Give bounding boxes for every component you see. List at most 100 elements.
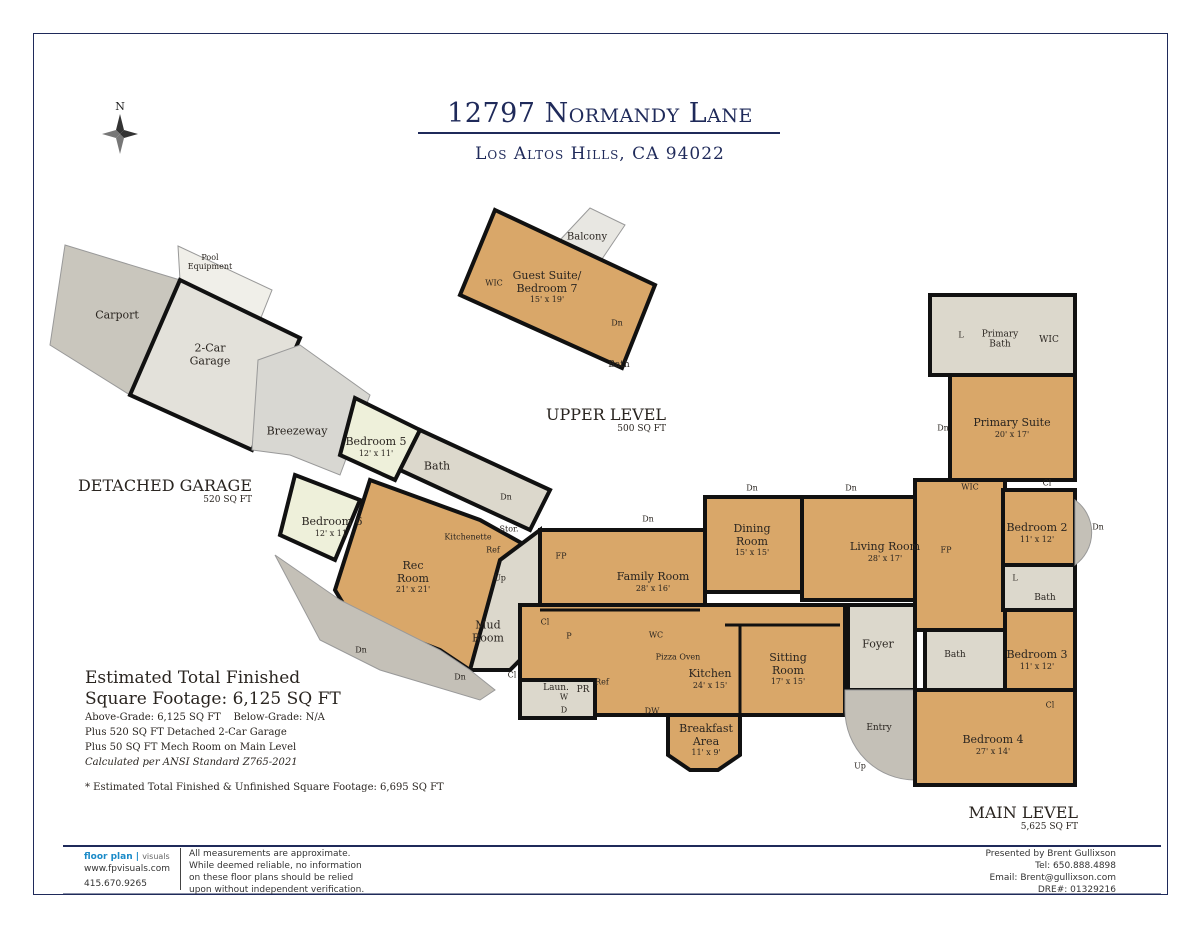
brand-website[interactable]: www.fpvisuals.com <box>84 864 171 874</box>
stairs-down-label: Dn <box>355 645 367 655</box>
closet-label: Cl <box>1045 700 1055 710</box>
breezeway-floor <box>251 344 371 476</box>
dryer-label: D <box>560 705 568 715</box>
summary-mech-line: Plus 50 SQ FT Mech Room on Main Level <box>85 742 297 753</box>
room-pool-equipment: Pool Equipment <box>187 252 233 271</box>
room-laundry: Laun. <box>543 682 569 693</box>
summary-garage-line: Plus 520 SQ FT Detached 2-Car Garage <box>85 727 287 738</box>
property-address: Los Altos Hills, CA 94022 <box>475 144 725 164</box>
disclaimer: All measurements are approximate.While d… <box>180 848 364 895</box>
stairs-down-label: Dn <box>611 318 623 328</box>
room-kitchenette: Kitchenette <box>444 532 492 542</box>
room-primary-wic: WIC <box>1039 334 1059 345</box>
primary-bath-floor <box>928 293 1077 377</box>
storage-label: Stor. <box>499 524 519 534</box>
closet-label: Cl <box>540 617 550 627</box>
summary-note: * Estimated Total Finished & Unfinished … <box>85 782 444 793</box>
bedroom-3-floor <box>1003 608 1077 702</box>
guest-suite-floor <box>457 207 658 371</box>
room-balcony: Balcony <box>566 231 608 243</box>
closet-label: Cl <box>507 670 517 680</box>
room-mud-room: Mud Room <box>472 618 504 644</box>
closet-label: Cl <box>1042 478 1052 488</box>
fireplace-label: FP <box>555 551 567 561</box>
stairs-down-label: Dn <box>454 672 466 682</box>
linen-label: L <box>958 330 964 340</box>
stairs-up-label: Up <box>854 761 866 771</box>
summary-total: Square Footage: 6,125 SQ FT <box>85 689 341 709</box>
room-wing-bath: Bath <box>423 459 451 473</box>
laundry-floor <box>518 678 597 720</box>
patio-floor <box>274 554 496 701</box>
bedroom-5-floor <box>337 395 423 483</box>
room-carport: Carport <box>95 308 139 322</box>
summary-grade-line: Above-Grade: 6,125 SQ FT Below-Grade: N/… <box>85 712 325 723</box>
pizza-oven-label: Pizza Oven <box>655 652 701 662</box>
room-primary-bath: Primary Bath <box>981 329 1019 350</box>
room-upper-wic: WIC <box>485 278 503 288</box>
ref-label: Ref <box>486 545 500 555</box>
room-entry: Entry <box>866 722 892 733</box>
room-bath-2: Bath <box>1034 592 1056 603</box>
agent-email[interactable]: Email: Brent@gullixson.com <box>989 873 1116 883</box>
room-foyer: Foyer <box>862 637 894 651</box>
entry-floor <box>844 689 916 781</box>
stairs-down-label: Dn <box>746 483 758 493</box>
stairs-up-label: Up <box>494 573 506 583</box>
brand-phone: 415.670.9265 <box>84 879 147 889</box>
wic-label: WIC <box>961 482 979 492</box>
footer-brand-block: floor plan | visuals www.fpvisuals.com 4… <box>84 851 170 890</box>
pantry-label: P <box>566 631 572 641</box>
room-upper-bath: Bath <box>608 359 630 370</box>
side-patio <box>1074 499 1093 566</box>
room-powder-room: PR <box>576 684 590 695</box>
foyer-floor <box>846 603 917 692</box>
primary-suite-floor <box>948 373 1077 482</box>
bedroom-4-floor <box>913 688 1077 787</box>
wing-bath-floor <box>397 427 553 533</box>
east-hall-floor <box>913 478 1007 632</box>
stairs-down-label: Dn <box>845 483 857 493</box>
wc-label: WC <box>648 630 664 640</box>
stairs-down-label: Dn <box>642 514 654 524</box>
room-garage: 2-Car Garage <box>189 341 231 367</box>
title-divider <box>418 132 780 134</box>
washer-label: W <box>559 692 569 702</box>
linen-label: L <box>1012 573 1018 583</box>
summary-standard-line: Calculated per ANSI Standard Z765-2021 <box>85 757 298 768</box>
footer-bottom-line <box>63 893 1161 894</box>
brand-logo: floor plan | visuals <box>84 852 170 862</box>
compass-rose-icon: N <box>100 100 144 160</box>
stairs-down-label: Dn <box>937 423 949 433</box>
summary-headline: Estimated Total Finished <box>85 668 301 688</box>
bath-4-floor <box>923 628 1007 692</box>
room-breezeway: Breezeway <box>266 424 328 438</box>
square-footage-summary: Estimated Total Finished Square Footage:… <box>85 668 444 795</box>
bath-2-floor <box>1001 563 1077 612</box>
bedroom-2-floor <box>1001 488 1077 567</box>
dining-room-floor <box>703 495 804 594</box>
footer-divider <box>63 845 1161 847</box>
bedroom-6-floor <box>277 472 363 563</box>
stairs-down-label: Dn <box>1092 522 1104 532</box>
property-title: 12797 Normandy Lane <box>447 98 753 129</box>
room-bath-4: Bath <box>944 649 966 660</box>
